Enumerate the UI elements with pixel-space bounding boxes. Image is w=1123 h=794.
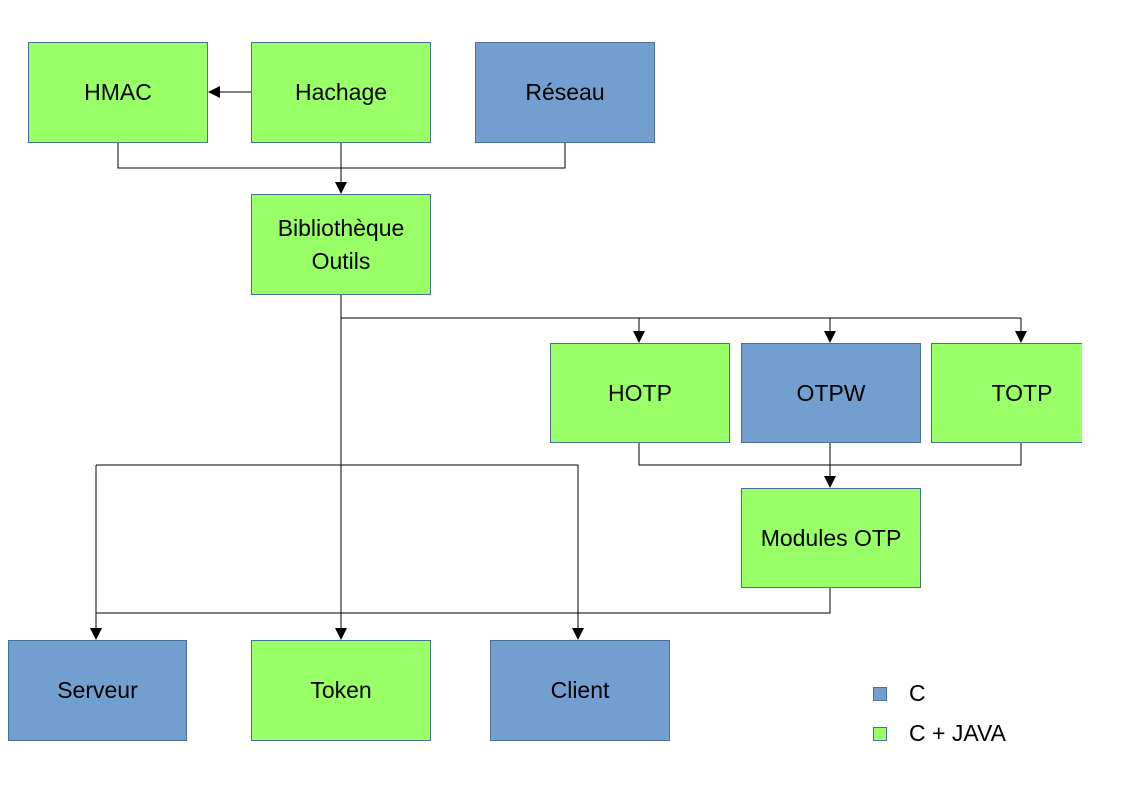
legend-swatch-c (873, 686, 887, 701)
node-client: Client (490, 640, 670, 741)
node-otpw: OTPW (741, 343, 921, 443)
node-hmac: HMAC (28, 42, 208, 143)
node-totp: TOTP (931, 343, 1082, 443)
node-reseau: Réseau (475, 42, 655, 143)
edge-hmac-to-bibliotheque (117, 143, 341, 169)
node-otpw-label: OTPW (796, 379, 866, 406)
node-client-label: Client (550, 677, 610, 703)
node-bibliotheque: Bibliothèque Outils (251, 194, 431, 295)
legend-swatch-c-java (873, 726, 887, 741)
node-hachage-label: Hachage (294, 79, 388, 105)
legend-item-c-java: C + JAVA (873, 720, 1006, 747)
node-reseau-label: Réseau (525, 79, 605, 105)
node-serveur: Serveur (8, 640, 187, 741)
edge-modules-otp-to-clients (96, 588, 831, 614)
node-modules-otp: Modules OTP (741, 488, 921, 588)
node-hachage: Hachage (251, 42, 431, 143)
legend-label-c-java: C + JAVA (909, 720, 1006, 746)
node-token: Token (251, 640, 431, 741)
node-hotp-label: HOTP (608, 379, 672, 406)
node-bibliotheque-label: Bibliothèque Outils (277, 214, 405, 274)
legend-label-c: C (909, 680, 926, 706)
node-hmac-label: HMAC (84, 79, 152, 105)
edge-reseau-to-bibliotheque (341, 143, 566, 169)
legend-item-c: C (873, 680, 926, 707)
node-hotp: HOTP (550, 343, 730, 443)
node-serveur-label: Serveur (57, 677, 138, 703)
node-token-label: Token (310, 677, 372, 703)
node-modules-otp-label: Modules OTP (760, 524, 902, 551)
edge-bibliotheque-to-otp-bus (340, 295, 1021, 319)
node-totp-label: TOTP (991, 379, 1053, 406)
